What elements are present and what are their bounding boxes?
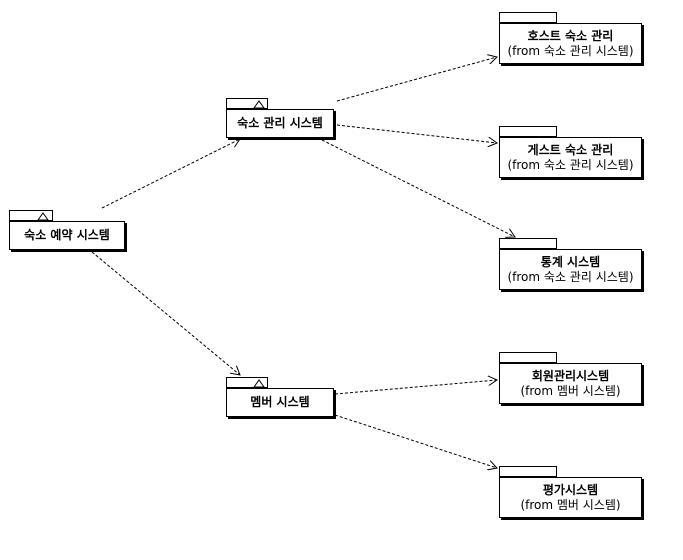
package-tab	[499, 238, 557, 249]
package-guest-lodging[interactable]: 게스트 숙소 관리 (from 숙소 관리 시스템)	[499, 126, 642, 178]
package-member[interactable]: 멤버 시스템	[226, 377, 334, 417]
package-name: 숙소 예약 시스템	[24, 228, 110, 242]
package-tab	[226, 98, 268, 109]
package-origin: (from 멤버 시스템)	[520, 383, 621, 398]
package-rating[interactable]: 평가시스템 (from 멤버 시스템)	[499, 466, 642, 518]
package-origin: (from 숙소 관리 시스템)	[507, 43, 634, 58]
package-tab	[9, 210, 53, 221]
package-lodging-mgmt[interactable]: 숙소 관리 시스템	[226, 98, 334, 138]
dependency-member-to-member-mgmt	[334, 380, 497, 395]
package-name: 호스트 숙소 관리	[527, 28, 614, 43]
dependency-member-to-rating	[334, 414, 497, 468]
package-tab	[499, 126, 557, 137]
package-statistics[interactable]: 통계 시스템 (from 숙소 관리 시스템)	[499, 238, 642, 290]
package-tab	[499, 466, 557, 477]
package-origin: (from 숙소 관리 시스템)	[507, 269, 634, 284]
package-name: 멤버 시스템	[250, 395, 310, 409]
package-origin: (from 숙소 관리 시스템)	[507, 157, 634, 172]
package-tab	[226, 377, 268, 388]
dependency-reservation-to-lodging-mgmt	[101, 139, 240, 209]
package-tab	[499, 12, 557, 23]
dependency-lodging-mgmt-to-host-lodging	[336, 57, 497, 102]
package-origin: (from 멤버 시스템)	[520, 497, 621, 512]
package-tab	[499, 352, 557, 363]
package-name: 평가시스템	[542, 482, 599, 497]
package-name: 회원관리시스템	[531, 368, 610, 383]
dependency-lodging-mgmt-to-guest-lodging	[336, 124, 497, 143]
package-name: 통계 시스템	[540, 254, 601, 269]
package-name: 숙소 관리 시스템	[237, 116, 323, 130]
dependency-reservation-to-member	[91, 251, 240, 375]
package-name: 게스트 숙소 관리	[527, 142, 614, 157]
package-host-lodging[interactable]: 호스트 숙소 관리 (from 숙소 관리 시스템)	[499, 12, 642, 64]
package-reservation[interactable]: 숙소 예약 시스템	[9, 210, 125, 250]
package-member-mgmt[interactable]: 회원관리시스템 (from 멤버 시스템)	[499, 352, 642, 404]
dependency-lodging-mgmt-to-statistics	[321, 139, 515, 237]
